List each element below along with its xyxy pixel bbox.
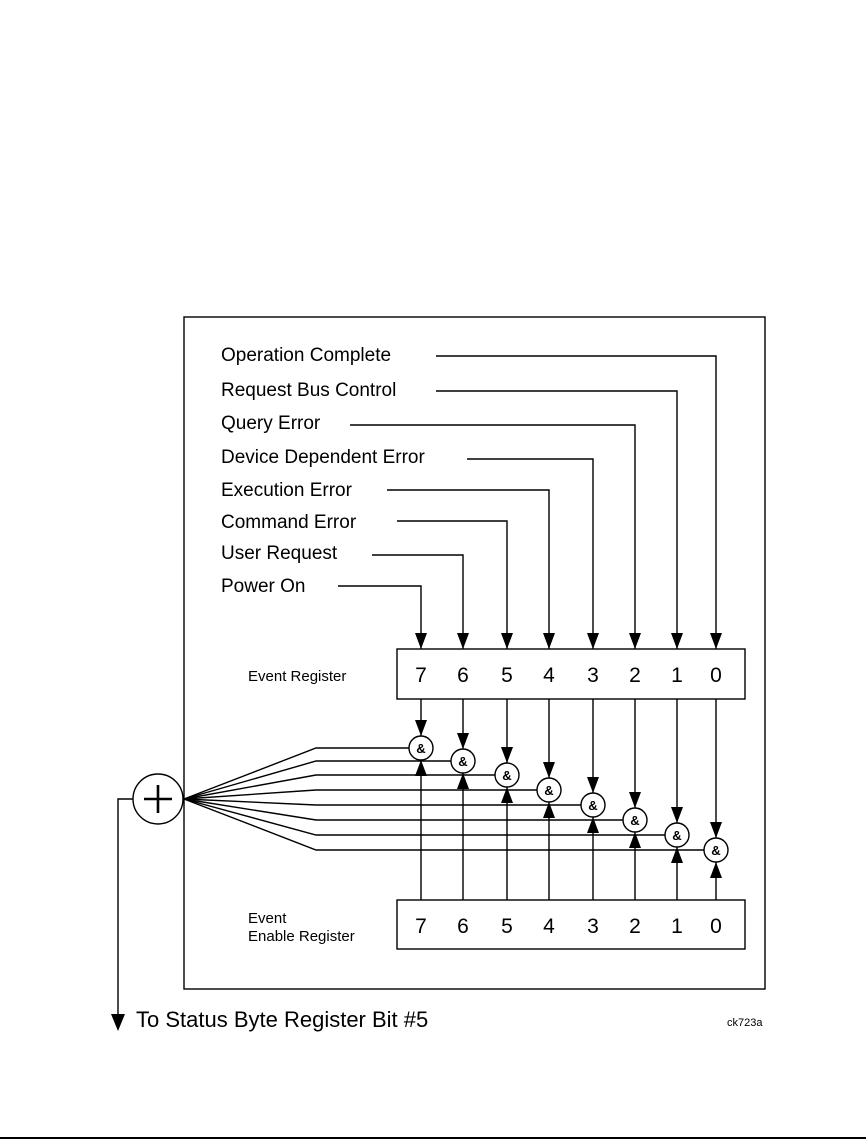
or-gate	[132, 773, 184, 825]
enable-register-bit-2: 2	[629, 915, 641, 938]
arrow-down-icon	[587, 777, 599, 793]
event-register-bit-4: 4	[543, 664, 555, 687]
output-arrow-icon	[111, 1014, 125, 1031]
wire-gate-to-or	[183, 798, 665, 836]
arrow-down-icon	[587, 633, 599, 649]
label-bit-3: Device Dependent Error	[221, 447, 425, 468]
and-symbol: &	[458, 754, 467, 769]
enable-register-bit-0: 0	[710, 915, 722, 938]
wire-gate-to-or	[183, 760, 451, 800]
and-symbol: &	[672, 828, 681, 843]
label-bit-2: Query Error	[221, 413, 321, 434]
event-register-bit-6: 6	[457, 664, 469, 687]
and-symbol: &	[502, 768, 511, 783]
arrow-down-icon	[710, 633, 722, 649]
arrow-up-icon	[629, 832, 641, 848]
arrow-up-icon	[501, 787, 513, 803]
enable-register-label-line2: Enable Register	[248, 928, 355, 945]
wire-bit-2-input	[350, 424, 636, 649]
wires	[183, 355, 722, 900]
enable-register-box	[396, 899, 746, 950]
arrow-down-icon	[629, 633, 641, 649]
and-gate-bit-7: &	[408, 735, 434, 761]
and-symbol: &	[630, 813, 639, 828]
enable-register-bit-5: 5	[501, 915, 513, 938]
enable-register-bit-7: 7	[415, 915, 427, 938]
wire-gate-to-or	[183, 747, 409, 800]
arrow-down-icon	[671, 633, 683, 649]
wire-bit-4-input	[387, 489, 550, 649]
and-symbol: &	[544, 783, 553, 798]
event-labels: Operation Complete Request Bus Control Q…	[221, 345, 425, 597]
arrow-up-icon	[710, 862, 722, 878]
arrow-up-icon	[415, 760, 427, 776]
arrow-down-icon	[501, 747, 513, 763]
and-gate-bit-0: &	[703, 837, 729, 863]
label-bit-1: Request Bus Control	[221, 380, 396, 401]
arrow-down-icon	[501, 633, 513, 649]
wire-gate-to-or	[183, 774, 495, 800]
diagram-frame	[183, 316, 766, 990]
and-symbol: &	[711, 843, 720, 858]
arrow-down-icon	[415, 720, 427, 736]
wire-gate-to-or	[183, 798, 704, 851]
output-line	[117, 798, 133, 1015]
event-register-bit-3: 3	[587, 664, 599, 687]
enable-register-bit-6: 6	[457, 915, 469, 938]
enable-register-bit-1: 1	[671, 915, 683, 938]
event-register-label: Event Register	[248, 668, 346, 685]
arrow-down-icon	[543, 633, 555, 649]
arrow-up-icon	[671, 847, 683, 863]
and-symbol: &	[416, 741, 425, 756]
arrow-down-icon	[457, 633, 469, 649]
arrow-down-icon	[671, 807, 683, 823]
enable-register-bit-3: 3	[587, 915, 599, 938]
label-bit-7: Power On	[221, 576, 305, 597]
wire-bit-7-input	[338, 585, 422, 649]
wire-bit-0-input	[436, 355, 717, 649]
enable-register-bits: 7 6 5 4 3 2 1 0	[415, 915, 722, 938]
event-register-bits: 7 6 5 4 3 2 1 0	[415, 664, 722, 687]
wire-bit-5-input	[397, 520, 508, 649]
output-label: To Status Byte Register Bit #5	[136, 1007, 428, 1032]
and-gate-bit-4: &	[536, 777, 562, 803]
event-register-bit-7: 7	[415, 664, 427, 687]
wire-bit-6-input	[372, 554, 464, 649]
and-symbol: &	[588, 798, 597, 813]
wire-bit-3-input	[467, 458, 594, 649]
arrow-up-icon	[587, 817, 599, 833]
event-register-bit-2: 2	[629, 664, 641, 687]
enable-register-bit-4: 4	[543, 915, 555, 938]
arrow-down-icon	[629, 792, 641, 808]
and-gates: & & & & & & & &	[408, 735, 729, 863]
label-bit-0: Operation Complete	[221, 345, 391, 366]
label-bit-4: Execution Error	[221, 480, 353, 501]
arrow-up-icon	[543, 802, 555, 818]
enable-register-label-line1: Event	[248, 910, 287, 927]
wire-gate-to-or	[183, 798, 623, 821]
wire-gate-to-or	[183, 789, 537, 800]
and-gate-bit-5: &	[494, 762, 520, 788]
arrow-up-icon	[457, 773, 469, 789]
arrow-down-icon	[710, 822, 722, 838]
event-register-bit-0: 0	[710, 664, 722, 687]
arrow-down-icon	[415, 633, 427, 649]
arrow-down-icon	[543, 762, 555, 778]
and-gate-bit-6: &	[450, 748, 476, 774]
and-gate-bit-2: &	[622, 807, 648, 833]
event-register-box	[396, 648, 746, 700]
label-bit-6: User Request	[221, 543, 338, 564]
label-bit-5: Command Error	[221, 512, 357, 533]
event-register-bit-5: 5	[501, 664, 513, 687]
wire-bit-1-input	[436, 390, 678, 649]
and-gate-bit-1: &	[664, 822, 690, 848]
and-gate-bit-3: &	[580, 792, 606, 818]
arrow-down-icon	[457, 733, 469, 749]
figure-reference: ck723a	[727, 1017, 763, 1029]
wire-gate-to-or	[183, 798, 581, 806]
event-register-bit-1: 1	[671, 664, 683, 687]
